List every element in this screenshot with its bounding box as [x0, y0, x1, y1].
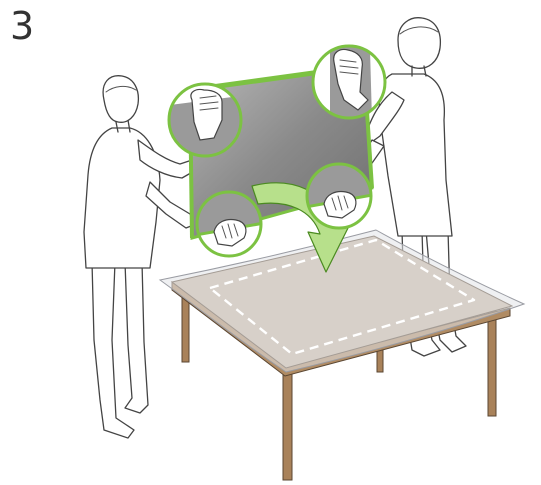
hand-grip-top-right-detail: [313, 40, 385, 120]
